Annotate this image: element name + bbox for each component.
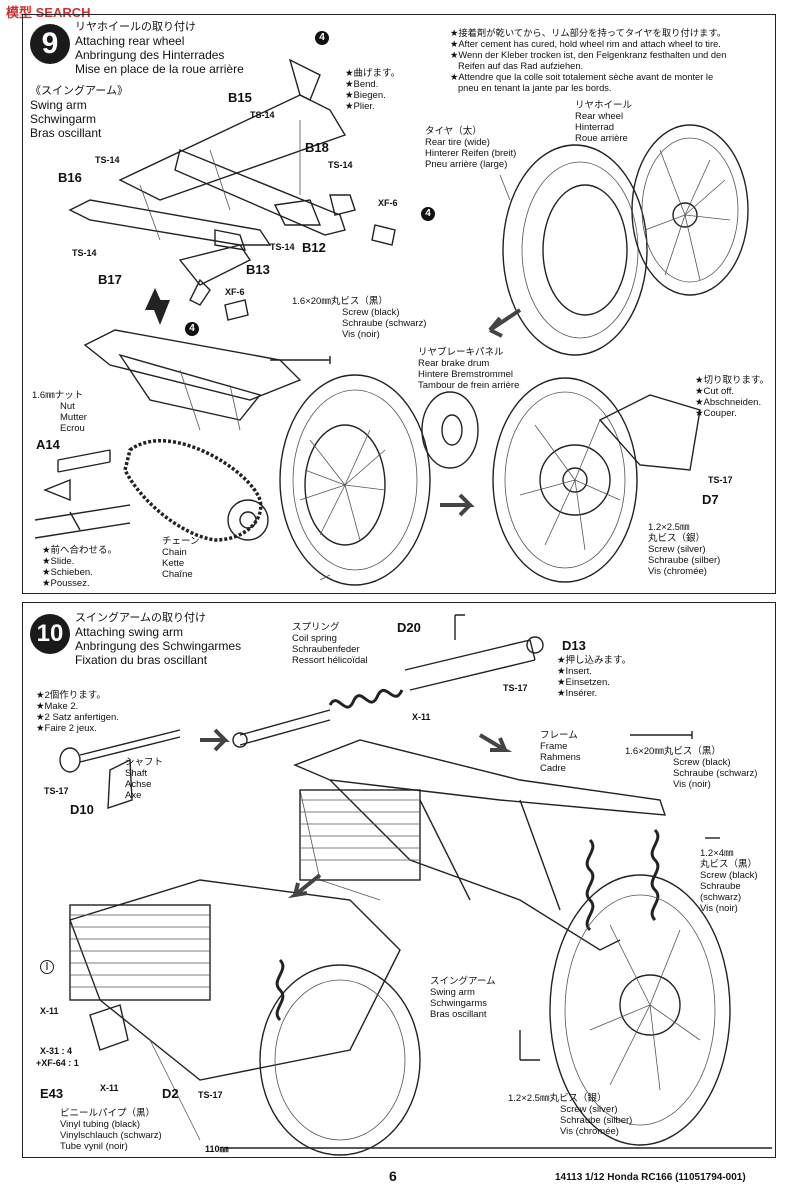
fastener-x11-left: X-11 <box>40 1006 59 1016</box>
screw-25mm-label-step10: 1.2×2.5㎜丸ビス（銀） Screw (silver) Schraube (… <box>508 1093 633 1137</box>
rear-wheel-label: リヤホイール Rear wheel Hinterrad Roue arrière <box>575 100 633 144</box>
swing-arm-exploded-drawing <box>34 58 749 586</box>
part-a14: A14 <box>36 437 60 452</box>
part-d13: D13 <box>562 638 586 653</box>
slide-note: ★前へ合わせる。 ★Slide. ★Schieben. ★Poussez. <box>42 545 118 589</box>
fastener-ts14-d: TS-14 <box>270 242 295 252</box>
fastener-ts14-e: TS-14 <box>72 248 97 258</box>
cement-note: ★接着剤が乾いてから、リム部分を持ってタイヤを取り付けます。 ★After ce… <box>450 28 727 93</box>
step-10-title: スイングアームの取り付け Attaching swing arm Anbring… <box>75 612 242 667</box>
step-9-panel <box>22 14 776 594</box>
bend-note: ★曲げます。 ★Bend. ★Biegen. ★Plier. <box>345 68 401 112</box>
rear-tire-label: タイヤ（太） Rear tire (wide) Hinterer Reifen … <box>425 126 517 170</box>
part-b12: B12 <box>302 240 326 255</box>
part-e43: E43 <box>40 1086 64 1101</box>
fastener-ts17-step9: TS-17 <box>708 475 733 485</box>
fastener-x11-top: X-11 <box>412 712 431 722</box>
step-9-title: リヤホイールの取り付け Attaching rear wheel Anbring… <box>75 21 244 76</box>
screw-25mm-label-step9: 1.2×2.5㎜ 丸ビス（銀） Screw (silver) Schraube … <box>648 522 721 577</box>
insert-note: ★押し込みます。 ★Insert. ★Einsetzen. ★Insérer. <box>557 655 632 699</box>
swing-arm-label-step10: スイングアーム Swing arm Schwingarms Bras oscil… <box>430 976 496 1020</box>
callout-4-top: 4 <box>315 31 329 45</box>
cutoff-note: ★切り取ります。 ★Cut off. ★Abschneiden. ★Couper… <box>695 375 770 419</box>
screw-4mm-label: 1.2×4㎜ 丸ビス（黒） Screw (black) Schraube (sc… <box>700 848 758 914</box>
part-d20: D20 <box>397 620 421 635</box>
shaft-label: シャフト Shaft Achse Axe <box>125 757 164 801</box>
chain-label: チェーン Chain Kette Chaîne <box>162 536 200 580</box>
fastener-ts14-b: TS-14 <box>328 160 353 170</box>
part-b18: B18 <box>305 140 329 155</box>
part-b16: B16 <box>58 170 82 185</box>
fastener-x31: X-31 : 4 <box>40 1046 73 1056</box>
fastener-x11-bottom: X-11 <box>100 1083 119 1093</box>
ruler-110mm-label: 110㎜ <box>205 1144 229 1154</box>
part-d7: D7 <box>702 492 719 507</box>
step-9-number: 9 <box>30 24 70 64</box>
fastener-ts17-top: TS-17 <box>503 683 528 693</box>
fastener-ts14-c: TS-14 <box>95 155 120 165</box>
fastener-xf64: +XF-64 : 1 <box>36 1058 79 1068</box>
step-10-panel <box>22 602 776 1158</box>
fastener-xf6-a: XF-6 <box>378 198 398 208</box>
part-d10: D10 <box>70 802 94 817</box>
part-b17: B17 <box>98 272 122 287</box>
screw-20mm-label-step10: 1.6×20㎜丸ビス（黒） Screw (black) Schraube (sc… <box>625 746 758 790</box>
brake-drum-label: リヤブレーキパネル Rear brake drum Hintere Bremst… <box>418 347 520 391</box>
watermark: 模型 SEARCH <box>6 5 91 20</box>
part-b15: B15 <box>228 90 252 105</box>
vinyl-tubing-label: ビニールパイプ（黒） Vinyl tubing (black) Vinylsch… <box>60 1108 162 1152</box>
part-d2: D2 <box>162 1086 179 1101</box>
step-9-swing-arm-label: 《スイングアーム》 Swing arm Schwingarm Bras osci… <box>30 85 129 140</box>
frame-label: フレーム Frame Rahmens Cadre <box>540 730 581 774</box>
nut-label: 1.6㎜ナット Nut Mutter Ecrou <box>32 390 87 434</box>
fastener-ts17-left: TS-17 <box>44 786 69 796</box>
fastener-ts17-bottom: TS-17 <box>198 1090 223 1100</box>
fastener-ts14-a: TS-14 <box>250 110 275 120</box>
callout-4-left: 4 <box>185 322 199 336</box>
circle-i-mark: Ⅰ <box>40 960 54 974</box>
callout-4-right: 4 <box>421 207 435 221</box>
make-2-note: ★2個作ります。 ★Make 2. ★2 Satz anfertigen. ★F… <box>36 690 119 734</box>
fastener-xf6-b: XF-6 <box>225 287 245 297</box>
kit-code-footer: 14113 1/12 Honda RC166 (11051794-001) <box>555 1172 746 1183</box>
step-10-number: 10 <box>30 614 70 654</box>
page-number: 6 <box>389 1168 397 1184</box>
coil-spring-label: スプリング Coil spring Schraubenfeder Ressort… <box>292 622 368 666</box>
part-b13: B13 <box>246 262 270 277</box>
screw-20mm-label-step9: 1.6×20㎜丸ビス（黒） Screw (black) Schraube (sc… <box>292 296 427 340</box>
